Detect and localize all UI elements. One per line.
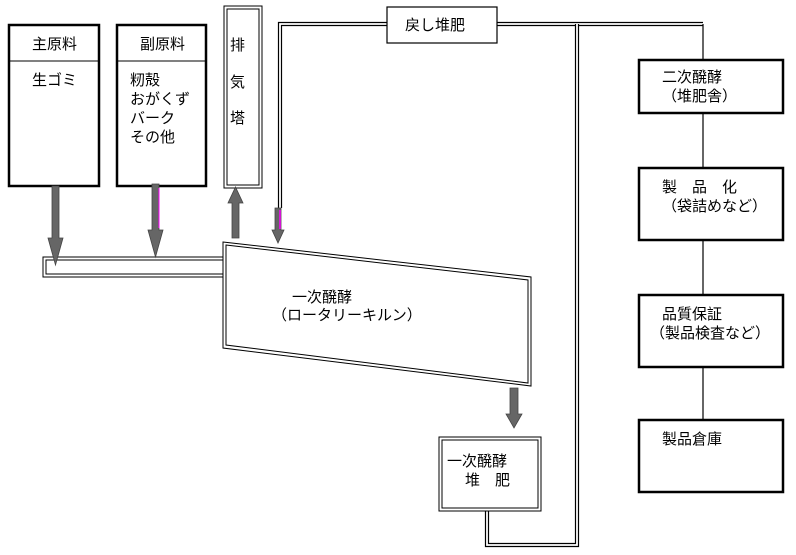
- sub-material-title: 副原料: [140, 35, 185, 53]
- exhaust-tower: 排 気 塔: [223, 5, 263, 189]
- return-compost-label: 戻し堆肥: [405, 16, 465, 34]
- kiln-label: 一次醗酵: [292, 288, 352, 306]
- feed-conveyor: [42, 256, 225, 278]
- exhaust-tower-char: 気: [230, 73, 245, 91]
- arrow-up-icon: [227, 186, 244, 239]
- step-label: 品質保証: [662, 305, 722, 323]
- arrow-down-icon: [505, 387, 523, 429]
- sub-material-item: その他: [130, 128, 175, 146]
- primary-compost-box: 一次醗酵 堆 肥: [438, 436, 542, 512]
- kiln-sublabel: （ロータリーキルン）: [272, 306, 422, 324]
- exhaust-tower-char: 排: [230, 36, 245, 54]
- process-step-secondary-fermentation: 二次醗酵 （堆肥舎）: [637, 58, 785, 115]
- main-material-box: 主原料 生ゴミ: [7, 23, 101, 188]
- process-step-quality-assurance: 品質保証 （製品検査など）: [637, 293, 785, 369]
- step-sublabel: （製品検査など）: [650, 324, 770, 342]
- sub-material-item: おがくず: [130, 90, 190, 108]
- step-label: 二次醗酵: [662, 68, 722, 86]
- return-loop-pipe: [277, 21, 704, 548]
- sub-material-item: 籾殻: [130, 71, 160, 89]
- step-label: 製 品 化: [662, 178, 737, 196]
- primary-compost-sublabel: 堆 肥: [465, 471, 510, 489]
- exhaust-tower-char: 塔: [230, 109, 245, 127]
- process-step-productization: 製 品 化 （袋詰めなど）: [637, 166, 785, 242]
- rotary-kiln: 一次醗酵 （ロータリーキルン）: [222, 241, 532, 387]
- step-sublabel: （堆肥舎）: [662, 87, 737, 105]
- arrow-down-icon: [147, 183, 164, 259]
- step-sublabel: （袋詰めなど）: [662, 197, 767, 215]
- main-material-title: 主原料: [32, 35, 77, 53]
- arrow-down-icon: [47, 185, 64, 267]
- primary-compost-label: 一次醗酵: [447, 452, 507, 470]
- return-compost-box: 戻し堆肥: [386, 6, 498, 44]
- main-material-item: 生ゴミ: [32, 71, 77, 89]
- sub-material-box: 副原料 籾殻 おがくず バーク その他: [115, 23, 208, 188]
- step-label: 製品倉庫: [662, 430, 722, 448]
- arrow-down-icon: [271, 207, 285, 244]
- sub-material-item: バーク: [130, 109, 175, 127]
- process-step-warehouse: 製品倉庫: [637, 418, 785, 494]
